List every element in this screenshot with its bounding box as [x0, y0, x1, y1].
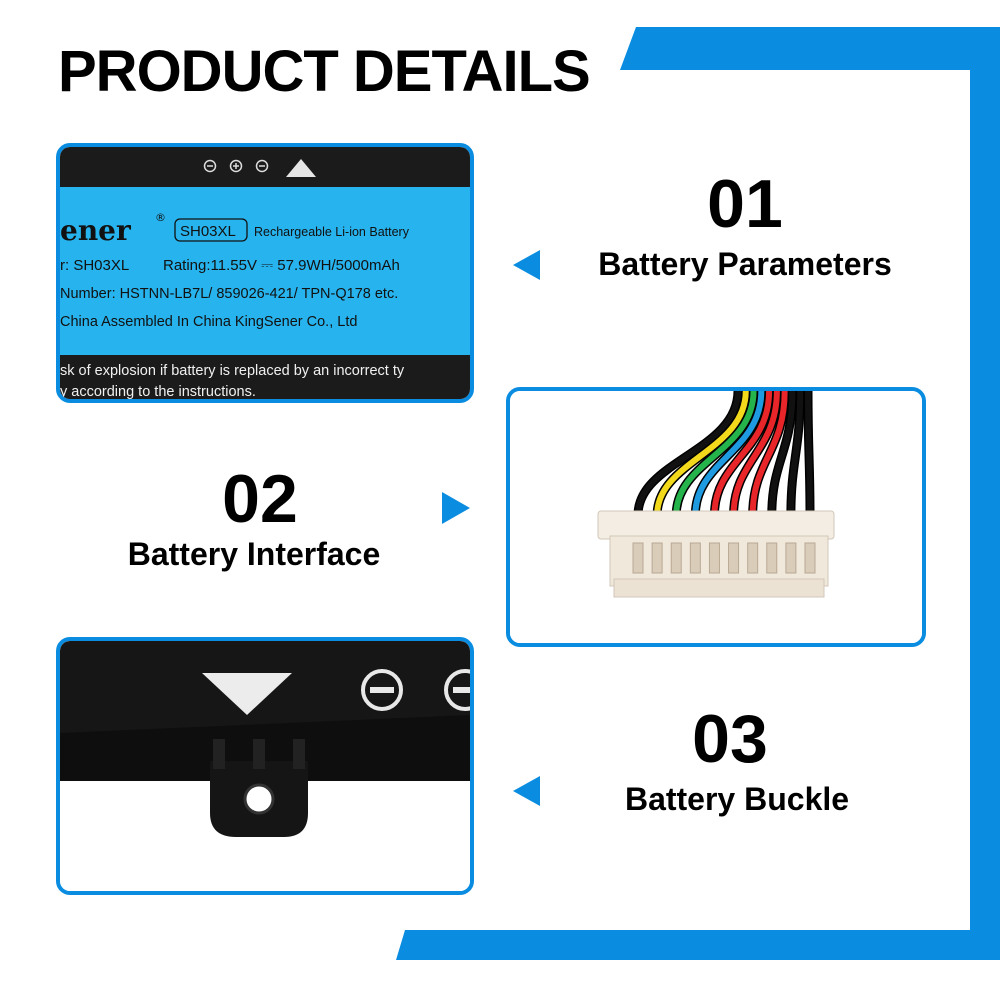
- battery-buckle-image: [56, 637, 474, 895]
- connector-pin: [785, 542, 797, 574]
- wire: [635, 391, 741, 516]
- model-line: r: SH03XL: [60, 257, 129, 274]
- connector-pins: [632, 542, 816, 574]
- connector-pin: [689, 542, 701, 574]
- wire: [673, 391, 757, 516]
- wire: [787, 391, 804, 516]
- feature-number-03: 03: [692, 701, 768, 777]
- wire: [654, 391, 749, 516]
- connector-pin: [728, 542, 740, 574]
- battery-interface-image: [506, 387, 926, 647]
- part-number-line: Number: HSTNN-LB7L/ 859026-421/ TPN-Q178…: [60, 286, 398, 302]
- connector-pin: [651, 542, 663, 574]
- connector-wires: [633, 391, 815, 516]
- rating-line: Rating:11.55V ⎓ 57.9WH/5000mAh: [163, 257, 400, 274]
- feature-number-01: 01: [707, 166, 783, 242]
- feature-label-03: Battery Buckle: [624, 781, 850, 817]
- arrow-right-icon: [442, 492, 470, 524]
- feature-label-01: Battery Parameters: [598, 246, 892, 282]
- battery-type-text: Rechargeable Li-ion Battery: [254, 225, 410, 239]
- arrow-left-icon: [513, 250, 540, 280]
- brand-text: ener: [60, 214, 132, 247]
- wire: [805, 391, 813, 516]
- arrow-left-icon: [513, 776, 540, 806]
- wire: [730, 391, 780, 516]
- connector-pin: [747, 542, 759, 574]
- manufacturer-line: China Assembled In China KingSener Co., …: [60, 314, 357, 330]
- page-title: PRODUCT DETAILS: [58, 39, 591, 104]
- connector-pin: [670, 542, 682, 574]
- wire: [749, 391, 788, 516]
- warning-line-1: sk of explosion if battery is replaced b…: [60, 363, 405, 379]
- connector-pin: [632, 542, 644, 574]
- svg-text:®: ®: [155, 211, 166, 224]
- connector-pin: [766, 542, 778, 574]
- warning-line-2: y according to the instructions.: [60, 384, 256, 399]
- connector-pin: [708, 542, 720, 574]
- connector-pin: [804, 542, 816, 574]
- wire: [711, 391, 773, 516]
- wire: [768, 391, 796, 516]
- battery-parameters-image: ener ® SH03XL Rechargeable Li-ion Batter…: [56, 143, 474, 403]
- wire: [692, 391, 765, 516]
- feature-number-02: 02: [222, 461, 298, 537]
- model-badge: SH03XL: [180, 223, 236, 240]
- feature-label-02: Battery Interface: [127, 536, 381, 572]
